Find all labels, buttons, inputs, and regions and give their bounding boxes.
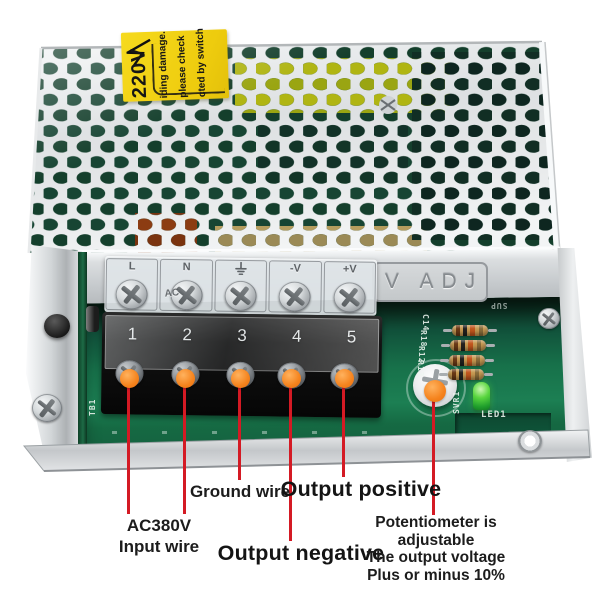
warning-voltage-text: 220V xyxy=(127,47,152,99)
case-corner-screw xyxy=(32,394,62,422)
label-input-wire: AC380V Input wire xyxy=(96,515,222,558)
label-potentiometer-note: Potentiometer is adjustable The output v… xyxy=(341,514,531,584)
terminal-cell-minusV: -V xyxy=(268,260,322,314)
warning-text-line: cted by switch xyxy=(194,27,209,98)
terminal-dot-4 xyxy=(282,369,301,388)
resistor xyxy=(439,369,493,380)
terminal-cover: L N -V +V xyxy=(104,256,378,316)
label-potentiometer-line2: The output voltage xyxy=(366,549,506,566)
terminal-cell-L: L xyxy=(105,258,159,311)
terminal-dot-2 xyxy=(176,369,195,388)
label-input-wire-line2: Input wire xyxy=(118,537,200,557)
silkscreen-tb1: TB1 xyxy=(88,398,97,416)
label-ground-wire: Ground wire xyxy=(189,482,291,501)
callout-line-output-positive xyxy=(342,378,345,477)
terminal-block-lower: 1 2 3 4 5 xyxy=(100,311,383,418)
callout-line-potentiometer xyxy=(432,391,435,515)
silkscreen-r18: R18 xyxy=(419,330,428,348)
case-base-rail xyxy=(22,429,591,472)
label-output-negative: Output negative xyxy=(217,541,385,565)
capacitor xyxy=(86,306,99,332)
silkscreen-c14: C14 xyxy=(421,314,430,332)
callout-line-output-negative xyxy=(289,378,292,541)
terminal-screw xyxy=(224,280,257,312)
silkscreen-sup: SUP xyxy=(490,301,508,310)
terminal-screw xyxy=(333,282,366,313)
label-potentiometer-line1: Potentiometer is adjustable xyxy=(375,514,497,549)
warning-text-line: iding damage. xyxy=(156,30,171,99)
terminal-cell-ground xyxy=(214,259,268,313)
terminal-block: L N -V +V xyxy=(100,250,393,426)
terminal-dot-3 xyxy=(231,369,250,388)
pcb-mounting-hole xyxy=(518,430,542,452)
perforated-case-top xyxy=(27,40,561,255)
ac-marking: AC xyxy=(164,287,180,300)
pcb-mount-screw xyxy=(538,308,560,329)
warning-zigzag-icon xyxy=(126,38,151,67)
callout-line-ground xyxy=(238,378,241,480)
v-adj-text: V ADJ xyxy=(384,270,484,293)
label-potentiometer-line3: Plus or minus 10% xyxy=(367,566,505,584)
silkscreen-r13: R13 xyxy=(416,360,425,378)
warning-text-line: please check xyxy=(175,35,190,98)
earth-ground-icon xyxy=(234,261,247,311)
potentiometer-dot xyxy=(424,380,446,402)
terminal-dot-1 xyxy=(120,369,139,388)
resistor xyxy=(441,340,495,351)
callout-line-input-2 xyxy=(183,378,186,514)
silkscreen-led1: LED1 xyxy=(481,410,507,420)
resistor xyxy=(440,355,494,366)
resistor xyxy=(443,325,497,336)
label-input-wire-line1: AC380V xyxy=(126,516,192,535)
callout-line-input-1 xyxy=(127,378,130,514)
case-screw xyxy=(44,314,70,338)
terminal-screw xyxy=(115,279,149,310)
label-output-positive: Output positive xyxy=(280,477,442,501)
led-indicator xyxy=(473,382,490,410)
terminal-cell-N: N xyxy=(159,258,213,312)
potentiometer-silkscreen-ring xyxy=(406,359,466,417)
silkscreen-svr1: SVR1 xyxy=(452,390,461,414)
terminal-screw xyxy=(278,281,312,312)
terminal-cell-plusV: +V xyxy=(322,261,377,314)
warning-label: 220V iding damage. please check cted by … xyxy=(120,27,230,102)
pcb-side-edge xyxy=(78,252,87,454)
terminal-dot-5 xyxy=(335,369,354,388)
